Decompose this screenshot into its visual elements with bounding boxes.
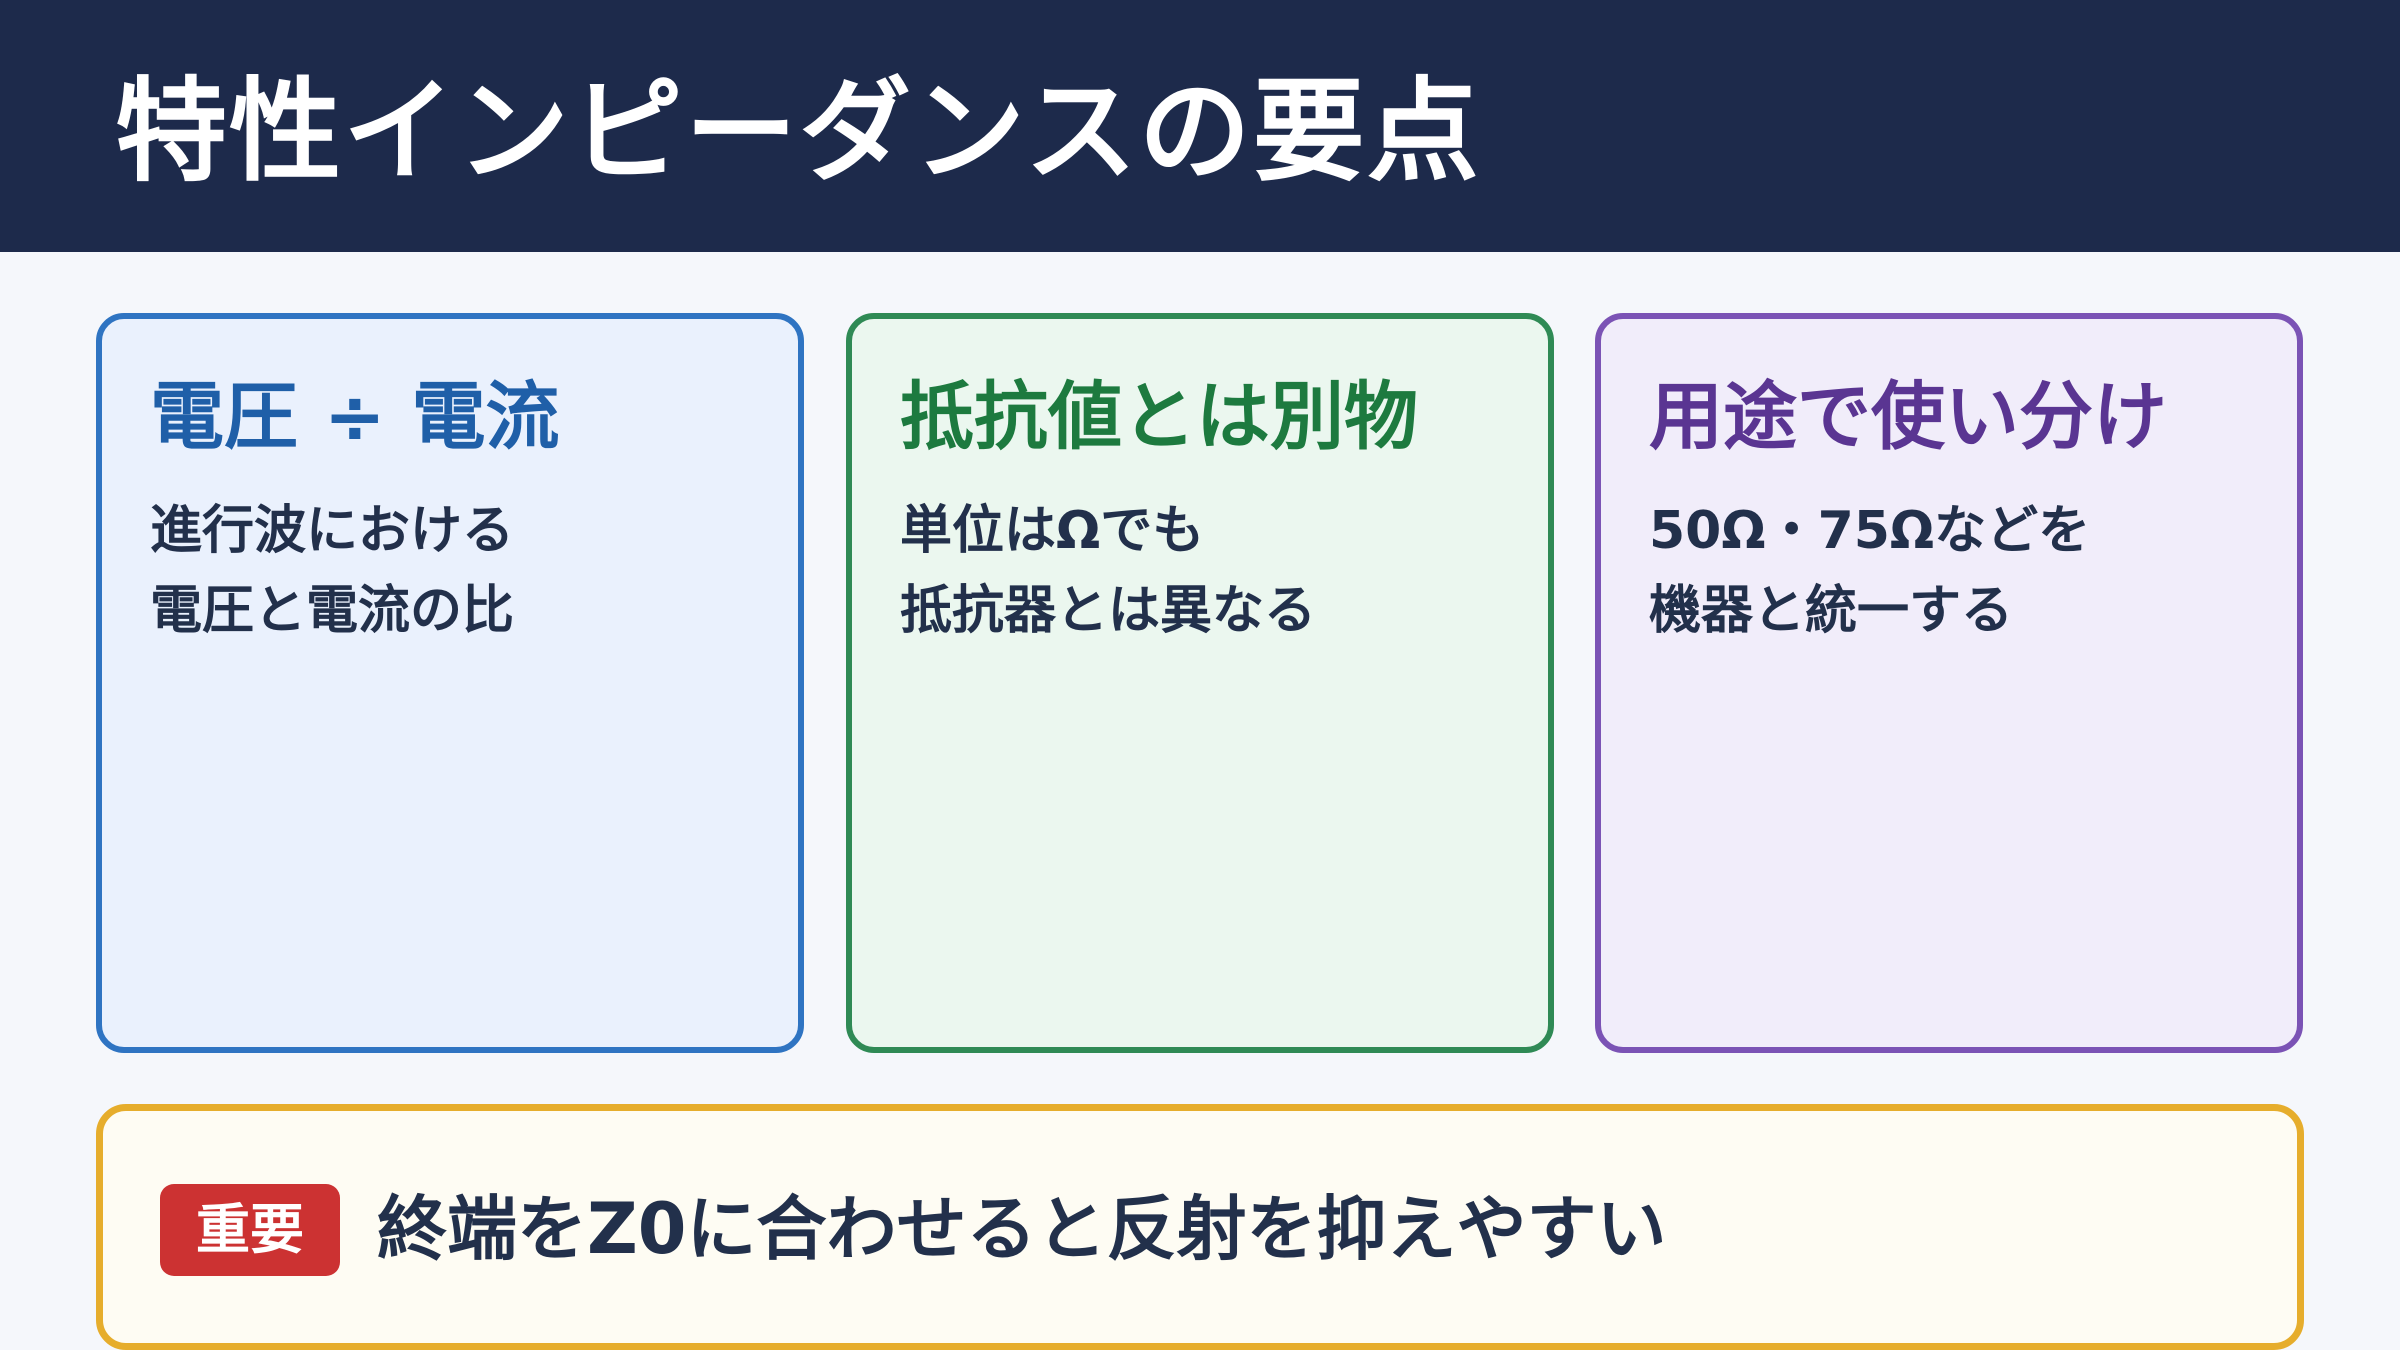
card-body: 50Ω・75Ωなどを 機器と統一する — [1649, 491, 2090, 651]
important-note-text: 終端をZ0に合わせると反射を抑えやすい — [377, 1188, 1667, 1270]
card-not-resistance: 抵抗値とは別物 単位はΩでも 抵抗器とは異なる — [846, 313, 1554, 1053]
important-note: 重要 終端をZ0に合わせると反射を抑えやすい — [96, 1104, 2304, 1350]
card-line: 50Ω・75Ωなどを — [1649, 501, 2091, 561]
card-line: 抵抗器とは異なる — [900, 581, 1317, 641]
card-line: 電圧と電流の比 — [150, 581, 515, 641]
card-line: 単位はΩでも — [900, 501, 1205, 561]
card-heading: 抵抗値とは別物 — [900, 374, 1418, 460]
card-voltage-current: 電圧 ÷ 電流 進行波における 電圧と電流の比 — [96, 313, 804, 1053]
important-badge: 重要 — [160, 1184, 340, 1276]
slide-title: 特性インピーダンスの要点 — [115, 67, 1481, 197]
card-usage: 用途で使い分け 50Ω・75Ωなどを 機器と統一する — [1595, 313, 2303, 1053]
card-body: 単位はΩでも 抵抗器とは異なる — [900, 491, 1316, 651]
card-heading: 用途で使い分け — [1649, 374, 2167, 460]
card-line: 進行波における — [150, 501, 515, 561]
title-bar: 特性インピーダンスの要点 — [0, 0, 2400, 252]
card-heading: 電圧 ÷ 電流 — [150, 374, 560, 460]
card-line: 機器と統一する — [1649, 581, 2014, 641]
card-body: 進行波における 電圧と電流の比 — [150, 491, 514, 651]
